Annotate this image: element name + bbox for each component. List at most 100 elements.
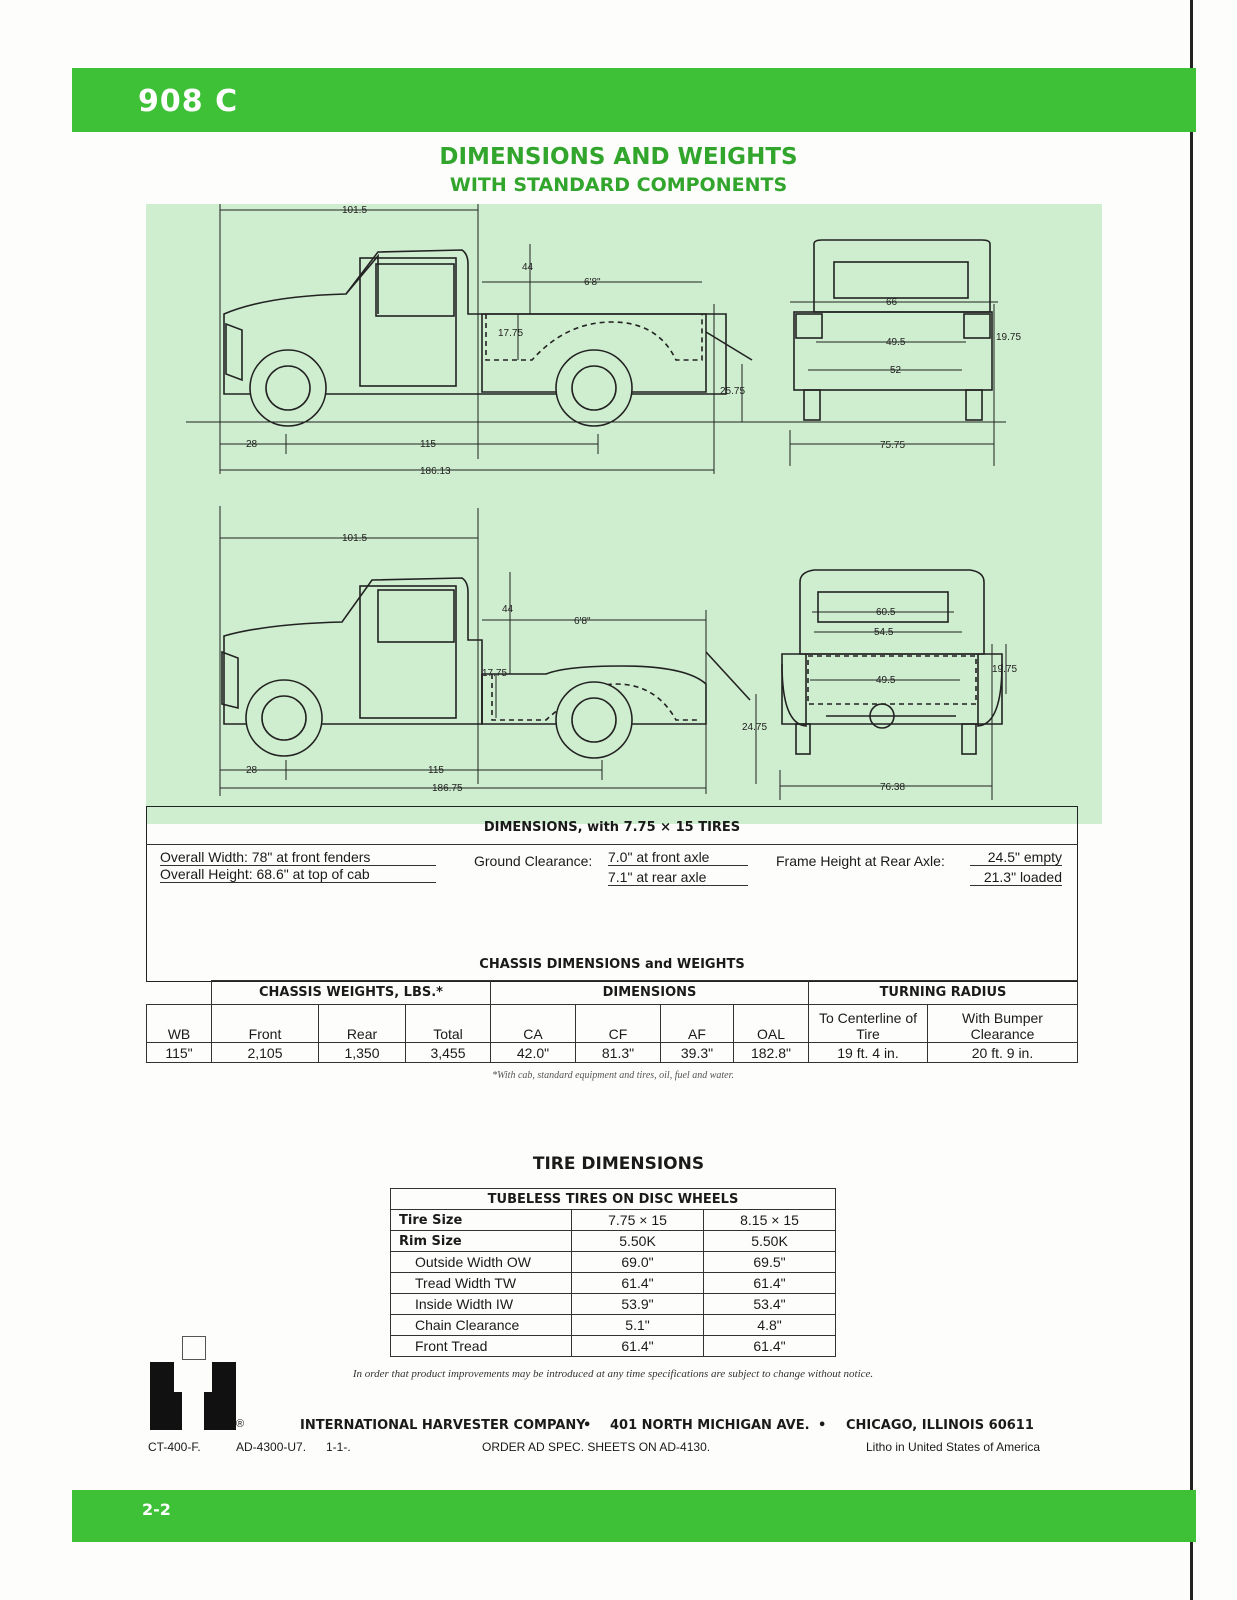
form-code: AD-4300-U7. bbox=[236, 1440, 307, 1454]
dim-label: 17.75 bbox=[482, 668, 507, 679]
truck-drawings: 101.5 44 6'8" 17.75 25.75 28 115 186.13 … bbox=[186, 204, 1021, 800]
tire-row-label: Tread Width TW bbox=[390, 1272, 572, 1294]
form-code: 1-1-. bbox=[326, 1440, 351, 1454]
table-cell: 115" bbox=[146, 1042, 212, 1063]
col-header: CF bbox=[575, 1004, 661, 1043]
table-cell: 2,105 bbox=[211, 1042, 319, 1063]
tire-row-label: Rim Size bbox=[390, 1230, 572, 1252]
tire-cell: 53.9" bbox=[571, 1293, 704, 1315]
ih-logo bbox=[150, 1336, 240, 1430]
bullet: • bbox=[818, 1418, 827, 1433]
side-view-top bbox=[186, 204, 1006, 474]
specification-notice: In order that product improvements may b… bbox=[352, 1368, 874, 1380]
tire-cell: 69.5" bbox=[703, 1251, 836, 1273]
dim-label: 101.5 bbox=[342, 205, 367, 216]
overall-height: Overall Height: 68.6" at top of cab bbox=[160, 866, 436, 883]
form-code: CT-400-F. bbox=[148, 1440, 201, 1454]
tire-cell: 8.15 × 15 bbox=[703, 1209, 836, 1231]
company-address: 401 NORTH MICHIGAN AVE. bbox=[610, 1418, 810, 1433]
col-header: To Centerline of Tire bbox=[808, 1004, 928, 1043]
dim-label: 76.38 bbox=[880, 782, 905, 793]
ground-clearance-front: 7.0" at front axle bbox=[608, 849, 748, 866]
group-turning: TURNING RADIUS bbox=[808, 980, 1078, 1005]
dim-label: 101.5 bbox=[342, 533, 367, 544]
dim-label: 66 bbox=[886, 297, 898, 308]
tire-cell: 4.8" bbox=[703, 1314, 836, 1336]
tire-row-label: Tire Size bbox=[390, 1209, 572, 1231]
chassis-table: CHASSIS WEIGHTS, LBS.* DIMENSIONS TURNIN… bbox=[146, 980, 1078, 1063]
col-header: Front bbox=[211, 1004, 319, 1043]
tire-row-label: Inside Width IW bbox=[390, 1293, 572, 1315]
col-header: CA bbox=[490, 1004, 576, 1043]
header-band bbox=[72, 68, 1196, 132]
frame-height-empty: 24.5" empty bbox=[970, 849, 1062, 866]
col-header: With Bumper Clearance bbox=[927, 1004, 1078, 1043]
chassis-title: CHASSIS DIMENSIONS and WEIGHTS bbox=[479, 957, 745, 972]
frame-height-loaded: 21.3" loaded bbox=[970, 869, 1062, 886]
dimensions-title: DIMENSIONS, with 7.75 × 15 TIRES bbox=[483, 820, 741, 835]
col-header: WB bbox=[146, 1004, 212, 1043]
side-view-bottom bbox=[219, 506, 757, 796]
dim-label: 115 bbox=[420, 439, 436, 450]
page-number: 2-2 bbox=[142, 1500, 171, 1519]
col-header: AF bbox=[660, 1004, 734, 1043]
dim-label: 54.5 bbox=[874, 627, 894, 638]
weights-footnote: *With cab, standard equipment and tires,… bbox=[492, 1070, 734, 1081]
order-info: ORDER AD SPEC. SHEETS ON AD-4130. bbox=[482, 1440, 711, 1454]
dim-label: 52 bbox=[890, 365, 902, 376]
tire-cell: 61.4" bbox=[703, 1272, 836, 1294]
dim-label: 186.75 bbox=[432, 783, 463, 794]
dimension-drawing-panel: 101.5 44 6'8" 17.75 25.75 28 115 186.13 … bbox=[146, 204, 1102, 824]
table-cell: 20 ft. 9 in. bbox=[927, 1042, 1078, 1063]
col-header: OAL bbox=[733, 1004, 809, 1043]
tire-row-label: Front Tread bbox=[390, 1335, 572, 1357]
company-name: INTERNATIONAL HARVESTER COMPANY bbox=[300, 1418, 586, 1433]
dim-label: 28 bbox=[246, 765, 258, 776]
overall-width: Overall Width: 78" at front fenders bbox=[160, 849, 436, 866]
ground-clearance-label: Ground Clearance: bbox=[474, 853, 593, 869]
tire-cell: 7.75 × 15 bbox=[571, 1209, 704, 1231]
tire-row-label: Outside Width OW bbox=[390, 1251, 572, 1273]
page-subtitle: WITH STANDARD COMPONENTS bbox=[449, 174, 788, 196]
rear-view-bottom bbox=[779, 569, 1007, 800]
tire-cell: 61.4" bbox=[703, 1335, 836, 1357]
footer-band bbox=[72, 1490, 1196, 1542]
dim-label: 24.75 bbox=[742, 722, 767, 733]
tire-cell: 53.4" bbox=[703, 1293, 836, 1315]
model-number: 908 C bbox=[138, 84, 239, 119]
registered-mark: ® bbox=[236, 1418, 245, 1430]
table-cell: 39.3" bbox=[660, 1042, 734, 1063]
divider bbox=[146, 844, 1078, 845]
table-cell: 182.8" bbox=[733, 1042, 809, 1063]
dimension-labels: 101.5 44 6'8" 17.75 25.75 28 115 186.13 … bbox=[246, 205, 1021, 794]
table-cell: 81.3" bbox=[575, 1042, 661, 1063]
table-cell: 19 ft. 4 in. bbox=[808, 1042, 928, 1063]
dim-label: 28 bbox=[246, 439, 258, 450]
ground-clearance-rear: 7.1" at rear axle bbox=[608, 869, 748, 886]
tire-cell: 5.50K bbox=[703, 1230, 836, 1252]
tire-cell: 5.50K bbox=[571, 1230, 704, 1252]
tire-cell: 5.1" bbox=[571, 1314, 704, 1336]
dim-label: 49.5 bbox=[886, 337, 906, 348]
table-cell: 3,455 bbox=[405, 1042, 491, 1063]
dim-label: 186.13 bbox=[420, 466, 451, 477]
dim-label: 6'8" bbox=[574, 616, 591, 627]
tire-dimensions-title: TIRE DIMENSIONS bbox=[532, 1154, 705, 1174]
page-edge bbox=[1190, 0, 1193, 1600]
col-header: Rear bbox=[318, 1004, 406, 1043]
dim-label: 17.75 bbox=[498, 328, 523, 339]
dim-label: 60.5 bbox=[876, 607, 896, 618]
col-header: Total bbox=[405, 1004, 491, 1043]
tire-row-label: Chain Clearance bbox=[390, 1314, 572, 1336]
frame-height-label: Frame Height at Rear Axle: bbox=[776, 853, 945, 869]
dim-label: 19.75 bbox=[996, 332, 1021, 343]
group-weights: CHASSIS WEIGHTS, LBS.* bbox=[211, 980, 491, 1005]
litho-info: Litho in United States of America bbox=[866, 1440, 1041, 1454]
dim-label: 6'8" bbox=[584, 277, 601, 288]
tire-table: TUBELESS TIRES ON DISC WHEELS Tire Size … bbox=[390, 1188, 836, 1357]
tire-cell: 69.0" bbox=[571, 1251, 704, 1273]
dim-label: 25.75 bbox=[720, 386, 745, 397]
page-title: DIMENSIONS AND WEIGHTS bbox=[439, 144, 798, 170]
company-city: CHICAGO, ILLINOIS 60611 bbox=[846, 1418, 1034, 1433]
dim-label: 19.75 bbox=[992, 664, 1017, 675]
